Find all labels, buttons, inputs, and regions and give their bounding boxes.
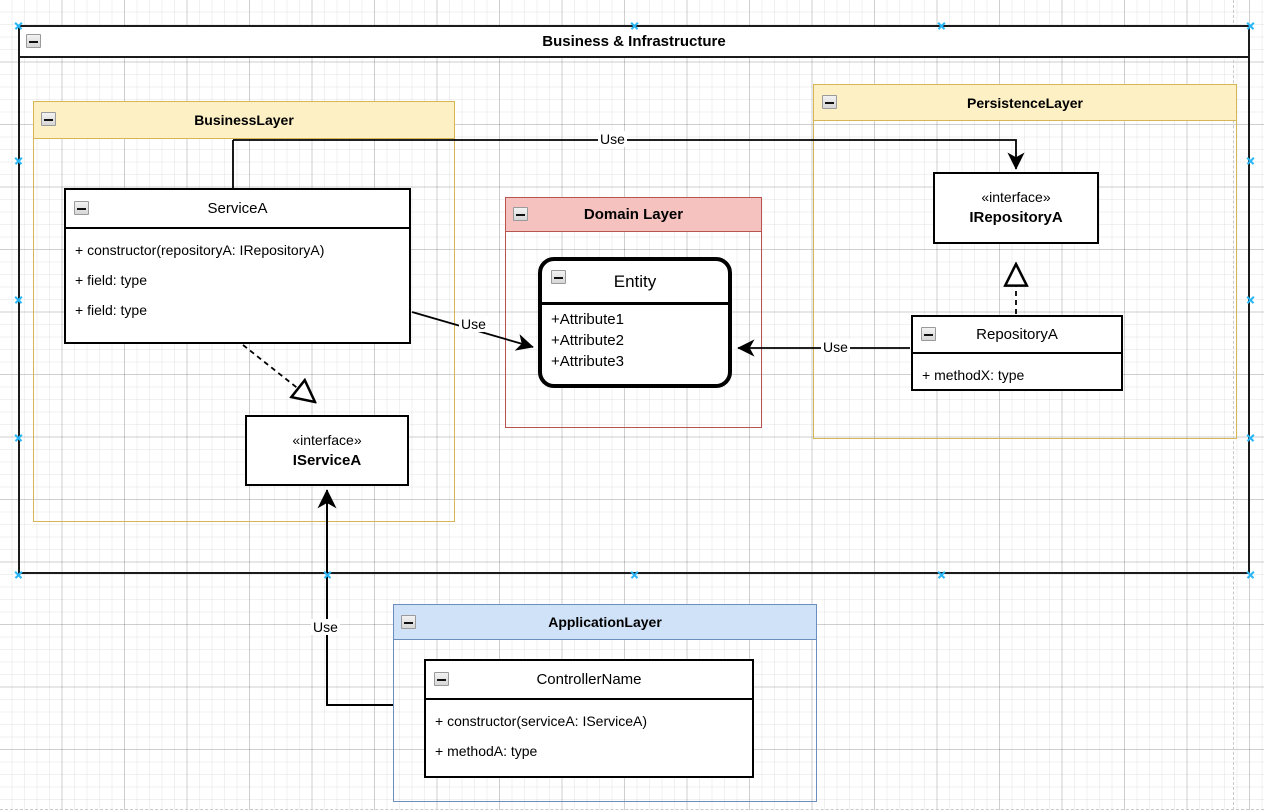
- container-persistence-layer[interactable]: PersistenceLayer: [813, 84, 1237, 439]
- class-title-controllername: ControllerName: [536, 671, 642, 688]
- class-title-servicea: ServiceA: [207, 200, 268, 217]
- collapse-minus-icon[interactable]: [41, 112, 56, 126]
- class-title-entity: Entity: [613, 271, 657, 291]
- container-title-domain-layer: Domain Layer: [583, 206, 684, 223]
- class-name-entity: Entity: [542, 261, 728, 305]
- edge-label-use-service-entity: Use: [459, 316, 488, 332]
- edge-label-use-top: Use: [598, 131, 627, 147]
- container-title-business-infrastructure: Business & Infrastructure: [542, 33, 726, 50]
- class-title-repositorya: RepositoryA: [976, 326, 1058, 343]
- class-member: + constructor(serviceA: IServiceA): [435, 713, 648, 729]
- class-box-controllername[interactable]: ControllerName + constructor(serviceA: I…: [424, 659, 754, 778]
- collapse-minus-icon[interactable]: [26, 34, 41, 48]
- edge-label-use-controller-service: Use: [311, 619, 340, 635]
- selection-handle[interactable]: [14, 21, 23, 30]
- container-application-layer[interactable]: ApplicationLayer: [393, 604, 817, 802]
- class-box-entity[interactable]: Entity +Attribute1 +Attribute2 +Attribut…: [538, 257, 732, 388]
- class-member: + methodX: type: [922, 367, 1025, 383]
- class-members-controllername: + constructor(serviceA: IServiceA) + met…: [426, 700, 752, 772]
- class-box-servicea[interactable]: ServiceA + constructor(repositoryA: IRep…: [64, 188, 411, 344]
- collapse-minus-icon[interactable]: [822, 95, 837, 109]
- interface-box-iservicea[interactable]: «interface» IServiceA: [245, 415, 409, 486]
- edge-label-use-repository-entity: Use: [821, 339, 850, 355]
- page-break-vertical: [1233, 0, 1234, 810]
- class-name-servicea: ServiceA: [66, 190, 409, 229]
- selection-handle[interactable]: [1246, 21, 1255, 30]
- class-box-repositorya[interactable]: RepositoryA + methodX: type: [911, 315, 1123, 391]
- class-members-repositorya: + methodX: type: [913, 354, 1121, 396]
- selection-handle[interactable]: [630, 21, 639, 30]
- class-attribute: +Attribute1: [551, 311, 624, 328]
- container-body-persistence-layer: [813, 121, 1237, 439]
- selection-handle[interactable]: [937, 570, 946, 579]
- class-member: + constructor(repositoryA: IRepositoryA): [75, 242, 325, 258]
- selection-handle[interactable]: [14, 156, 23, 165]
- interface-box-irepositorya[interactable]: «interface» IRepositoryA: [933, 172, 1099, 244]
- collapse-minus-icon[interactable]: [401, 615, 416, 629]
- container-business-layer[interactable]: BusinessLayer: [33, 101, 455, 522]
- container-title-application-layer: ApplicationLayer: [548, 614, 662, 630]
- interface-stereotype: «interface»: [292, 431, 362, 448]
- class-member: + methodA: type: [435, 743, 538, 759]
- class-members-servicea: + constructor(repositoryA: IRepositoryA)…: [66, 229, 409, 331]
- selection-handle[interactable]: [14, 570, 23, 579]
- selection-handle[interactable]: [937, 21, 946, 30]
- interface-name-irepositorya: IRepositoryA: [969, 209, 1063, 226]
- collapse-minus-icon[interactable]: [434, 672, 449, 686]
- selection-handle[interactable]: [1246, 295, 1255, 304]
- collapse-minus-icon[interactable]: [74, 201, 89, 215]
- container-header-application-layer[interactable]: ApplicationLayer: [393, 604, 817, 640]
- container-domain-layer[interactable]: Domain Layer: [505, 197, 762, 428]
- selection-handle[interactable]: [1246, 570, 1255, 579]
- container-header-persistence-layer[interactable]: PersistenceLayer: [813, 84, 1237, 121]
- selection-handle[interactable]: [1246, 156, 1255, 165]
- class-member: + field: type: [75, 272, 147, 288]
- container-header-business-infrastructure[interactable]: Business & Infrastructure: [18, 25, 1250, 58]
- collapse-minus-icon[interactable]: [513, 207, 528, 221]
- class-attributes-entity: +Attribute1 +Attribute2 +Attribute3: [542, 305, 728, 372]
- selection-handle[interactable]: [1246, 433, 1255, 442]
- class-attribute: +Attribute3: [551, 353, 624, 370]
- container-body-application-layer: [393, 640, 817, 802]
- selection-handle[interactable]: [14, 295, 23, 304]
- collapse-minus-icon[interactable]: [551, 270, 566, 284]
- class-name-controllername: ControllerName: [426, 661, 752, 700]
- class-name-repositorya: RepositoryA: [913, 317, 1121, 354]
- container-business-infrastructure[interactable]: Business & Infrastructure: [18, 25, 1250, 574]
- class-member: + field: type: [75, 302, 147, 318]
- class-attribute: +Attribute2: [551, 332, 624, 349]
- selection-handle[interactable]: [14, 433, 23, 442]
- selection-handle[interactable]: [630, 570, 639, 579]
- container-title-business-layer: BusinessLayer: [194, 112, 294, 128]
- container-header-domain-layer[interactable]: Domain Layer: [505, 197, 762, 232]
- collapse-minus-icon[interactable]: [921, 327, 936, 341]
- interface-stereotype: «interface»: [981, 189, 1051, 205]
- container-title-persistence-layer: PersistenceLayer: [967, 94, 1083, 111]
- selection-handle[interactable]: [323, 570, 332, 579]
- interface-name-iservicea: IServiceA: [292, 451, 362, 469]
- container-header-business-layer[interactable]: BusinessLayer: [33, 101, 455, 139]
